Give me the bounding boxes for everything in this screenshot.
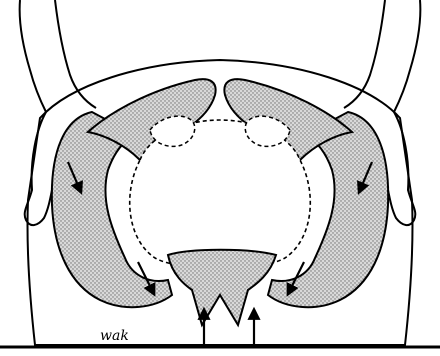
pelvic-inlet [130, 120, 311, 269]
signature: wak [100, 328, 129, 344]
